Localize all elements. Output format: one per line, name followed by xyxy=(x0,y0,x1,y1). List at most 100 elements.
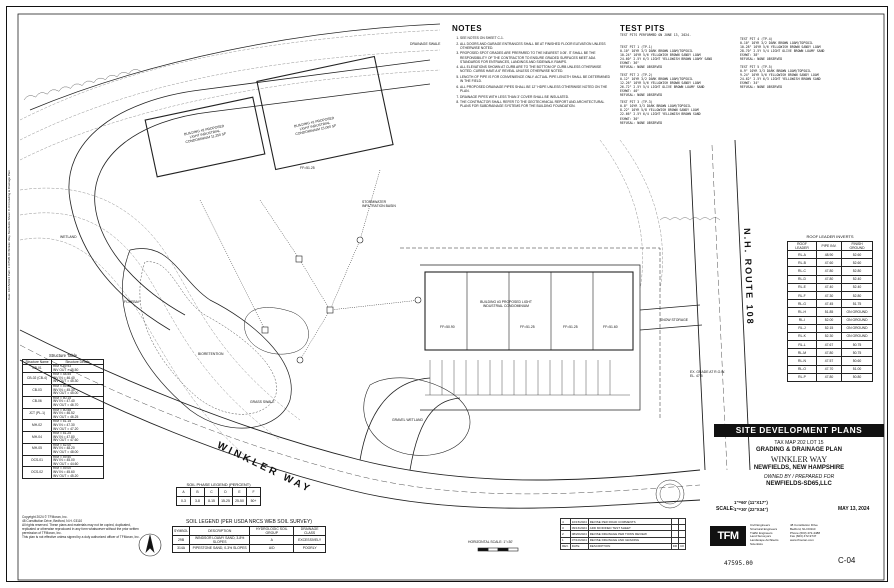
test-pit-line: REFUSAL: NONE OBSERVED xyxy=(620,65,663,70)
note-item: SEE NOTES ON SHEET C-1. xyxy=(460,36,612,40)
phase-header: D xyxy=(218,487,233,497)
project-number: 47595.00 xyxy=(724,560,753,567)
rl-header: PIPE INV. xyxy=(816,241,842,251)
rl-cell: 52.00 xyxy=(816,315,842,325)
rl-cell: 51.00 xyxy=(841,364,873,374)
phase-header: E xyxy=(232,487,247,497)
test-pit-line: ESHWT: 34" xyxy=(740,80,760,85)
note-item: ALL DOORS AND GARAGE ENTRANCES SHALL BE … xyxy=(460,42,612,50)
rl-cell: 47.60 xyxy=(816,258,842,268)
rl-cell: 47.57 xyxy=(816,356,842,366)
structure-cell: RIM = 49.93 INV OUT = 45.50 xyxy=(51,363,104,374)
rl-cell: 50.75 xyxy=(841,348,873,358)
phase-value: 15-25 xyxy=(218,496,233,506)
copyright-line: Copyright 2024 © TFMoran, Inc. xyxy=(22,515,68,519)
soil-cell: WINDSOR LOAMY SAND, 3-8% SLOPES xyxy=(189,534,251,545)
rl-cell: 52.80 xyxy=(841,290,873,301)
test-pits-column-2: TEST PIT 4 (TP-4)0-10" 10YR 3/2 DARK BRO… xyxy=(740,34,858,89)
structure-cell: RIM = 49.00 INV IN = 45.60 INV OUT = 45.… xyxy=(51,466,104,480)
note-item: THE CONTRACTOR SHALL REFER TO THE GEOTEC… xyxy=(460,100,612,108)
soil-cell: PIPESTONE SAND, 0-3% SLOPES xyxy=(189,543,251,553)
rl-cell: RL-M xyxy=(787,348,817,358)
test-pit-line: ESHWT: 40" xyxy=(620,88,640,93)
test-pit-line: 0-10" 10YR 3/3 DARK BROWN LOAM/TOPSOIL xyxy=(620,49,693,54)
soil-phase-legend-title: SOIL PHASE LEGEND (PERCENT) xyxy=(186,482,251,487)
rl-cell: 51.85 xyxy=(816,307,842,317)
rl-cell: RL-J xyxy=(787,323,817,333)
test-pit-line: 22-66" 2.5Y 6/4 LIGHT YELLOWISH BROWN SA… xyxy=(620,112,701,117)
notes-list: SEE NOTES ON SHEET C-1. ALL DOORS AND GA… xyxy=(452,36,612,109)
rl-cell: 47.80 xyxy=(816,372,842,383)
test-pit-line: 0-8" 10YR 3/3 DARK BROWN LOAM/TOPSOIL xyxy=(620,104,692,109)
horizontal-scale-label: HORIZONTAL SCALE: 1"=30' xyxy=(468,540,513,544)
test-pit-line: REFUSAL: NONE OBSERVED xyxy=(620,93,663,98)
rl-cell: RL-B xyxy=(787,258,817,268)
phase-value: 8-15 xyxy=(204,496,219,506)
rl-cell: 47.80 xyxy=(816,274,842,284)
structure-cell: RIM = 51.25 INV IN = 47.80 INV OUT = 47.… xyxy=(51,431,104,444)
rl-cell: 51.75 xyxy=(841,299,873,309)
rl-cell: ON GROUND xyxy=(841,331,873,342)
rl-cell: RL-F xyxy=(787,290,817,301)
note-item: PROPOSED SPOT GRADES ARE PREPARED TO THE… xyxy=(460,51,612,63)
copyright-line: This plan is not effective unless signed… xyxy=(22,535,140,539)
rev-header: CK xyxy=(678,542,687,550)
phase-value: 3-8 xyxy=(190,496,205,506)
rl-cell: 47.40 xyxy=(816,282,842,292)
test-pit-line: REFUSAL: NONE OBSERVED xyxy=(740,57,783,62)
ff-label-5: FF=51.60 xyxy=(603,325,618,329)
structure-cell: MH-04 xyxy=(22,431,52,444)
drawing-sheet xyxy=(6,6,888,582)
rl-cell: 52.80 xyxy=(841,266,873,276)
snow-storage-label: SNOW STORAGE xyxy=(660,318,689,322)
test-pit-line: ESHWT: 36" xyxy=(620,61,640,66)
firm-services: Civil Engineers Structural Engineers Tra… xyxy=(750,523,779,546)
ff-label-3: FF=51.25 xyxy=(520,325,535,329)
rl-cell: ON GROUND xyxy=(841,323,873,333)
structure-cell: RIM = 48.55 INV IN = 46.40 INV OUT = 45.… xyxy=(51,372,104,385)
rl-cell: 50.60 xyxy=(841,356,873,366)
scale-11x17: 1"=60' (11"X17") xyxy=(734,500,768,505)
bioretention-label: BIORETENTION xyxy=(198,352,224,356)
structure-cell: RIM = 50.58 INV IN = 46.52 INV OUT = 46.… xyxy=(51,407,104,421)
table-row: JCT (PL-1)RIM = 50.58 INV IN = 46.52 INV… xyxy=(22,407,104,421)
structure-cell: JCT (PL-1) xyxy=(22,407,52,421)
test-pit-name: TEST PIT 1 (TP-1) xyxy=(620,45,653,49)
test-pit-line: 0-9" 10YR 3/3 DARK BROWN LOAM/TOPSOIL xyxy=(740,68,812,73)
test-pit-name: TEST PIT 3 (TP-3) xyxy=(620,100,653,105)
test-pit-line: 9-24" 10YR 5/6 YELLOWISH BROWN SANDY LOA… xyxy=(740,72,819,77)
note-item: DRAINAGE PIPES WITH LESS THAN 3' COVER S… xyxy=(460,95,612,99)
title-banner: SITE DEVELOPMENT PLANS xyxy=(714,424,884,437)
soil-cell: POORLY xyxy=(293,543,326,553)
test-pit-line: 10-28" 10YR 5/6 YELLOWISH BROWN SANDY LO… xyxy=(740,45,821,50)
test-pit-name: TEST PIT 2 (TP-2) xyxy=(620,72,653,77)
soil-cell: A xyxy=(249,534,295,545)
rl-header: FINISH GROUND xyxy=(841,241,873,251)
test-pit-line: ESHWT: 30" xyxy=(620,116,640,121)
rl-cell: RL-O xyxy=(787,364,817,374)
grass-swale-label: GRASS SWALE xyxy=(250,400,275,404)
notes-section: NOTES SEE NOTES ON SHEET C-1. ALL DOORS … xyxy=(452,24,612,110)
structure-cell: CB-02 (CB-4) xyxy=(22,372,52,385)
structure-table-header: Structure Name xyxy=(22,359,52,365)
wetland-label: WETLAND xyxy=(60,235,77,239)
test-pit-line: 24-62" 2.5Y 6/3 LIGHT YELLOWISH BROWN SA… xyxy=(740,76,821,81)
structure-cell: MH-02 xyxy=(22,419,52,433)
test-pits-heading: TEST PITS xyxy=(620,24,665,33)
soil-cell: EXCESSIVELY xyxy=(293,534,326,545)
rl-cell: 52.60 xyxy=(841,249,873,260)
